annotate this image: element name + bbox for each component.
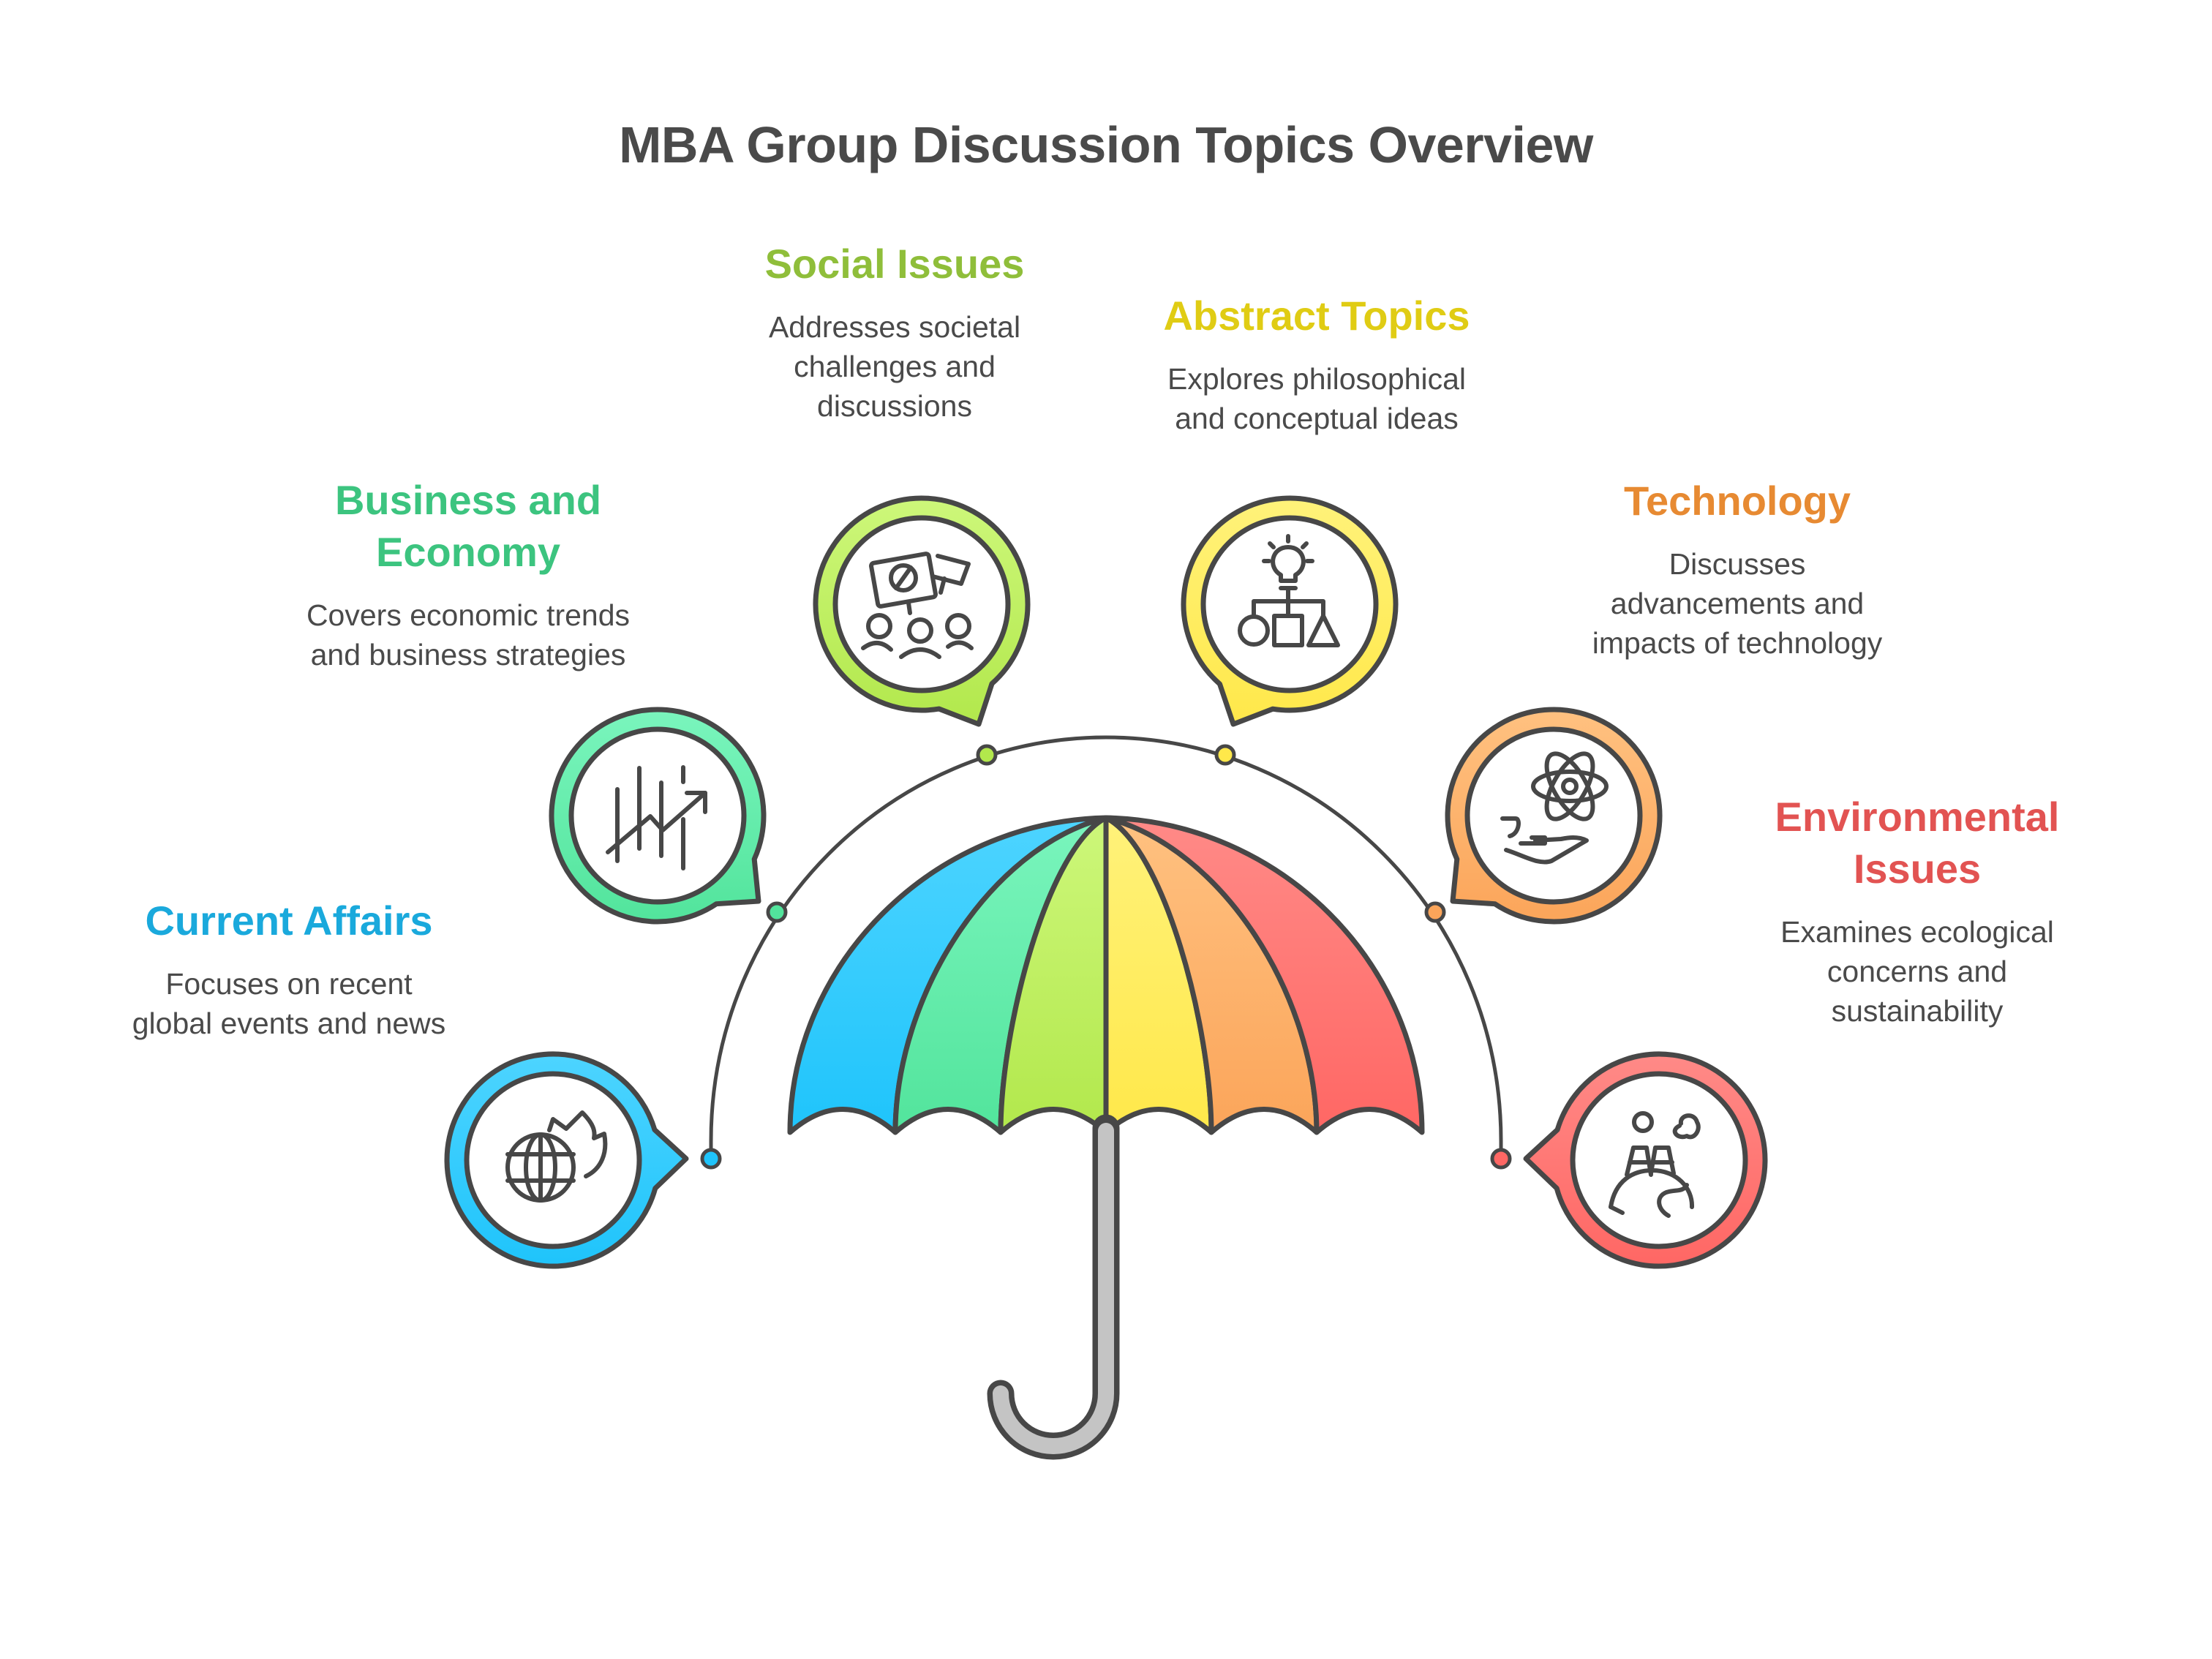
topic-heading-line: Business and <box>334 477 602 523</box>
idea-shapes-icon <box>1238 534 1340 647</box>
topic-description-line: Discusses <box>1669 547 1806 581</box>
topic-heading-line: Issues <box>1853 846 1982 892</box>
umbrella-handle-fill <box>993 1123 1114 1454</box>
topic-description-line: and conceptual ideas <box>1175 402 1459 435</box>
topic-bubble-current-affairs <box>444 1051 689 1269</box>
topic-description-line: discussions <box>817 389 972 423</box>
connector-dot-business-economy <box>766 901 788 923</box>
topic-description: Examines ecological concerns and sustainab… <box>1690 912 2144 1031</box>
topic-heading: Abstract Topics <box>1090 290 1543 342</box>
topic-heading-line: Abstract Topics <box>1163 293 1470 339</box>
topic-description-line: Addresses societal <box>768 310 1021 344</box>
topic-description-line: challenges and <box>794 350 996 383</box>
topic-heading-line: Current Affairs <box>145 898 433 944</box>
topic-bubble-social-issues <box>813 495 1031 727</box>
topic-description: Discusses advancements and impacts of tech… <box>1511 544 1964 663</box>
topic-description-line: and business strategies <box>310 638 626 672</box>
topic-heading-line: Social Issues <box>764 241 1025 287</box>
topic-description-line: sustainability <box>1831 994 2004 1028</box>
topic-description-line: impacts of technology <box>1592 626 1883 660</box>
topic-description: Addresses societal challenges and discussi… <box>668 307 1121 426</box>
topic-heading-line: Environmental <box>1775 794 2060 840</box>
bubble-inner <box>568 726 747 905</box>
topic-heading: Technology <box>1511 475 1964 527</box>
topic-heading: Social Issues <box>668 238 1121 290</box>
topic-description-line: global events and news <box>132 1007 446 1040</box>
topic-description: Focuses on recent global events and news <box>62 964 516 1043</box>
bubble-inner <box>832 515 1011 693</box>
topic-heading-line: Economy <box>375 529 561 575</box>
canopy-panel-environmental-issues <box>1103 815 1425 1135</box>
topic-bubble-technology <box>1445 707 1663 925</box>
connector-dot-technology <box>1424 901 1446 923</box>
topic-bubble-abstract-topics <box>1181 495 1399 727</box>
topic-description: Covers economic trends and business strat… <box>241 595 695 674</box>
connector-dot-abstract-topics <box>1214 744 1236 766</box>
topic-description-line: Examines ecological <box>1780 915 2054 949</box>
protest-crowd-icon <box>861 552 974 659</box>
topic-heading: Current Affairs <box>62 895 516 947</box>
bubble-inner <box>1464 726 1643 905</box>
globe-flame-icon <box>505 1110 608 1203</box>
topic-description-line: Focuses on recent <box>165 967 413 1001</box>
umbrella-handle <box>987 1114 1120 1460</box>
topic-description-line: advancements and <box>1610 587 1865 620</box>
topic-heading-line: Technology <box>1623 478 1851 524</box>
page-title: MBA Group Discussion Topics Overview <box>619 116 1593 173</box>
connector-arc <box>709 735 1503 1159</box>
factory-pollution-icon <box>1609 1111 1701 1218</box>
atom-hand-icon <box>1500 751 1609 865</box>
topic-bubble-environmental-issues <box>1523 1051 1768 1269</box>
topic-description-line: Covers economic trends <box>306 598 631 632</box>
trend-chart-icon <box>606 765 707 870</box>
connector-dot-current-affairs <box>700 1148 722 1170</box>
topic-description-line: concerns and <box>1827 955 2008 988</box>
connector-dot-social-issues <box>976 744 998 766</box>
connector-dot-environmental-issues <box>1490 1148 1512 1170</box>
topic-description-line: Explores philosophical <box>1167 362 1466 396</box>
topic-description: Explores philosophical and conceptual ide… <box>1090 359 1543 438</box>
topic-bubble-business-economy <box>549 707 767 925</box>
umbrella-canopy <box>787 815 1425 1135</box>
